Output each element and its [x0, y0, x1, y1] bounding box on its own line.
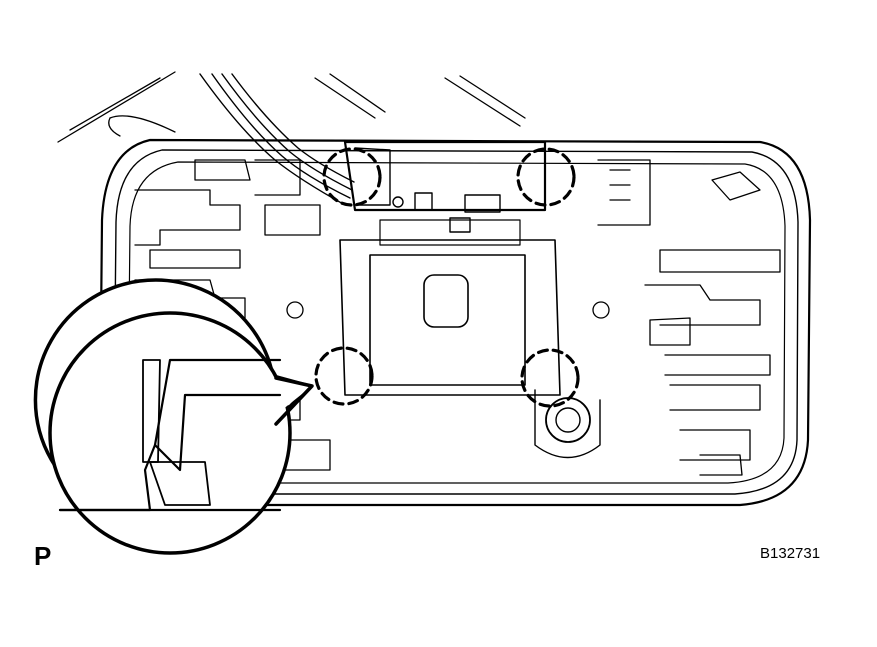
lamp-unit — [339, 140, 601, 459]
lamp-housing — [98, 138, 812, 507]
right-structures — [592, 159, 781, 476]
lens-window — [423, 274, 469, 328]
claw-marker-bottom-right — [520, 348, 580, 408]
detail-callout — [33, 278, 314, 555]
view-label: P — [34, 541, 52, 571]
claw-marker-bottom-left — [314, 346, 374, 406]
claw-marker-top-right — [516, 147, 576, 207]
claw-marker-top-left — [322, 147, 382, 207]
callout-circle — [48, 311, 292, 555]
claw-markers — [314, 147, 580, 408]
figure-id: B132731 — [760, 545, 821, 562]
background-lines — [57, 71, 526, 143]
